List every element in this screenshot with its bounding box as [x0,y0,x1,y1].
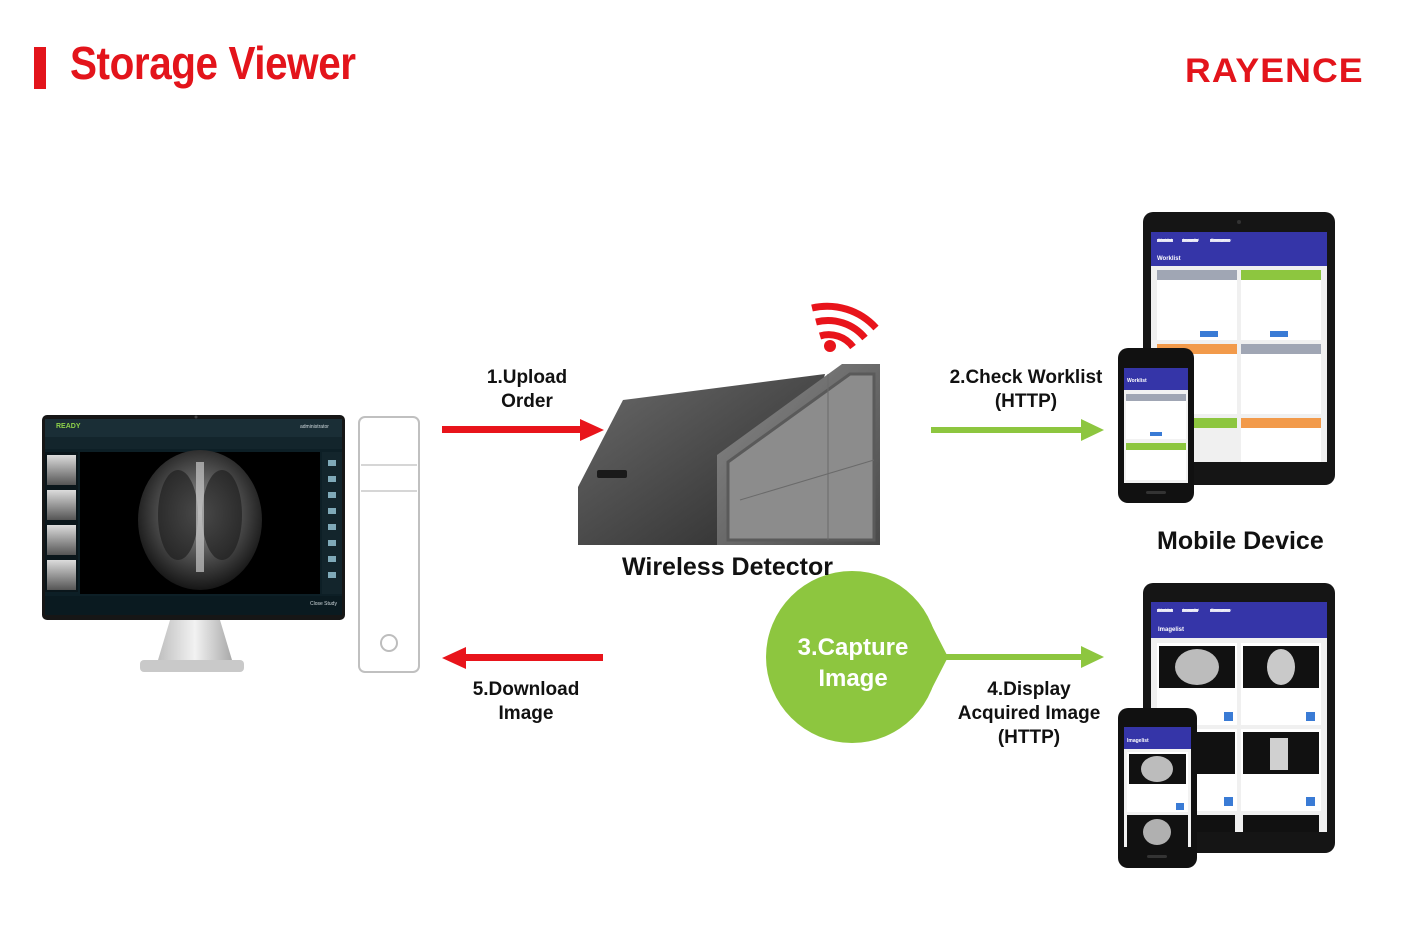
step-download-label: 5.Download Image [446,678,606,726]
check-worklist-arrow [931,419,1104,441]
workstation-monitor [42,415,345,672]
download-arrow [442,647,603,669]
phone-top-heading: Worklist [1127,378,1147,384]
tablet-top-heading: Worklist [1157,256,1181,262]
tablet-bottom-heading: Imagelist [1158,627,1184,633]
workstation-status: READY [56,423,81,430]
tablet-top-tab-worklist: Worklist [1158,237,1172,242]
wireless-detector [578,364,880,545]
step-check-label: 2.Check Worklist (HTTP) [936,366,1116,414]
tablet-top-tab-imagelist: Imagelist [1183,237,1199,242]
phone-bottom-heading: Imagelist [1127,738,1149,744]
tablet-bottom-tab-imagelist: Imagelist [1183,607,1199,612]
phone-imagelist [1118,708,1197,868]
wifi-icon [812,306,876,352]
tablet-top-tab-emergency: Emergency [1211,237,1231,242]
tablet-bottom-tab-worklist: Worklist [1158,607,1172,612]
close-study-button: Close Study [310,601,337,607]
step-display-label: 4.Display Acquired Image (HTTP) [944,678,1114,750]
step-upload-label: 1.Upload Order [466,366,588,414]
detector-label: Wireless Detector [622,553,833,582]
step-capture-label: 3.Capture Image [768,632,938,694]
mobile-device-label: Mobile Device [1157,527,1324,556]
tablet-bottom-tab-emergency: Emergency [1211,607,1231,612]
display-image-arrow [944,646,1104,668]
upload-arrow [442,419,604,441]
storage-device [359,417,419,672]
phone-worklist [1118,348,1194,503]
workstation-user: administrator [300,424,329,430]
